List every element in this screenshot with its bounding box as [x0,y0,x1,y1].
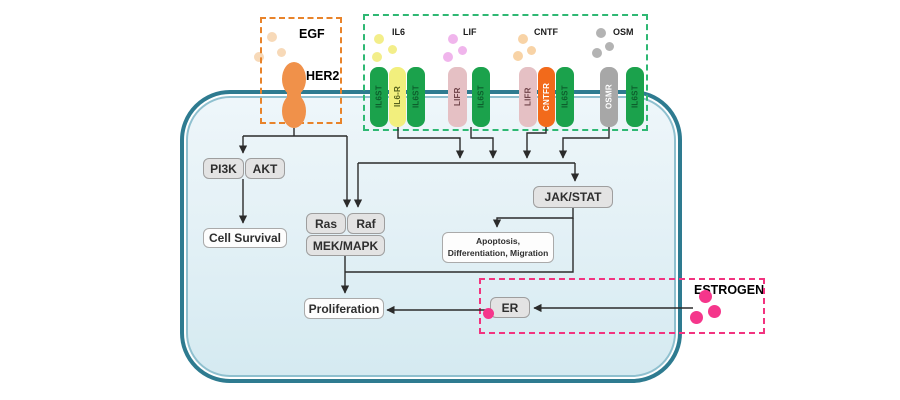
lif-dot [448,34,458,44]
receptor-il6st: IL6ST [370,67,388,127]
receptor-cntfr: CNTFR [538,67,555,127]
estrogen-dot-on-er [483,308,494,319]
cntf-dot [513,51,523,61]
osm-label: OSM [613,27,634,37]
receptor-il6st: IL6ST [556,67,574,127]
lif-dot [458,46,467,55]
osm-dot [596,28,606,38]
osm-dot [592,48,602,58]
estrogen-dot [690,311,703,324]
egf-dot [254,52,264,62]
cytokine-receptor-panel [363,14,648,131]
apoptosis-differentiation-migration-node: Apoptosis, Differentiation, Migration [442,232,554,263]
receptor-il6st: IL6ST [626,67,644,127]
egf-dot [267,32,277,42]
proliferation-node: Proliferation [304,298,384,319]
il6-dot [388,45,397,54]
receptor-il6st: IL6ST [472,67,490,127]
il6-dot [372,52,382,62]
il6-dot [374,34,384,44]
lif-label: LIF [463,27,477,37]
cntf-dot [518,34,528,44]
osm-dot [605,42,614,51]
jak-stat-node: JAK/STAT [533,186,613,208]
raf-node: Raf [347,213,385,234]
cntf-dot [527,46,536,55]
her2-label: HER2 [306,69,340,83]
receptor-il6st: IL6ST [407,67,425,127]
receptor-lifr: LIFR [448,67,467,127]
lif-dot [443,52,453,62]
mek-mapk-node: MEK/MAPK [306,235,385,256]
receptor-lifr: LIFR [519,67,537,127]
estrogen-dot [708,305,721,318]
receptor-osmr: OSMR [600,67,618,127]
egf-label: EGF [299,27,325,41]
pi3k-node: PI3K [203,158,244,179]
er-node: ER [490,297,530,318]
her2-receptor [282,62,306,128]
akt-node: AKT [245,158,285,179]
estrogen-panel [479,278,765,334]
ras-node: Ras [306,213,346,234]
cell-survival-node: Cell Survival [203,228,287,248]
il6-label: IL6 [392,27,406,37]
receptor-il6r: IL6-R [389,67,406,127]
cntf-label: CNTF [534,27,558,37]
egf-dot [277,48,286,57]
estrogen-dot [699,290,712,303]
